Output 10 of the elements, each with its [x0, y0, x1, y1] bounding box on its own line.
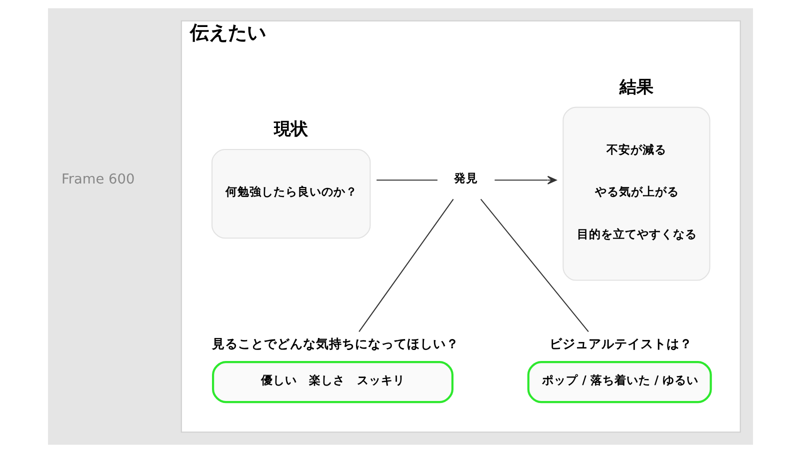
- connector: [376, 180, 437, 181]
- node-label: ビジュアルテイストは？: [548, 336, 692, 351]
- node-text: 発見: [454, 170, 478, 185]
- node-label: 見ることでどんな気持ちになってほしい？: [211, 336, 458, 351]
- node-label: 結果: [619, 76, 654, 96]
- connector: [480, 198, 588, 332]
- label: Frame 600: [61, 172, 134, 188]
- connector: [358, 198, 454, 332]
- arrow: [494, 176, 556, 184]
- node-label: 現状: [274, 118, 308, 139]
